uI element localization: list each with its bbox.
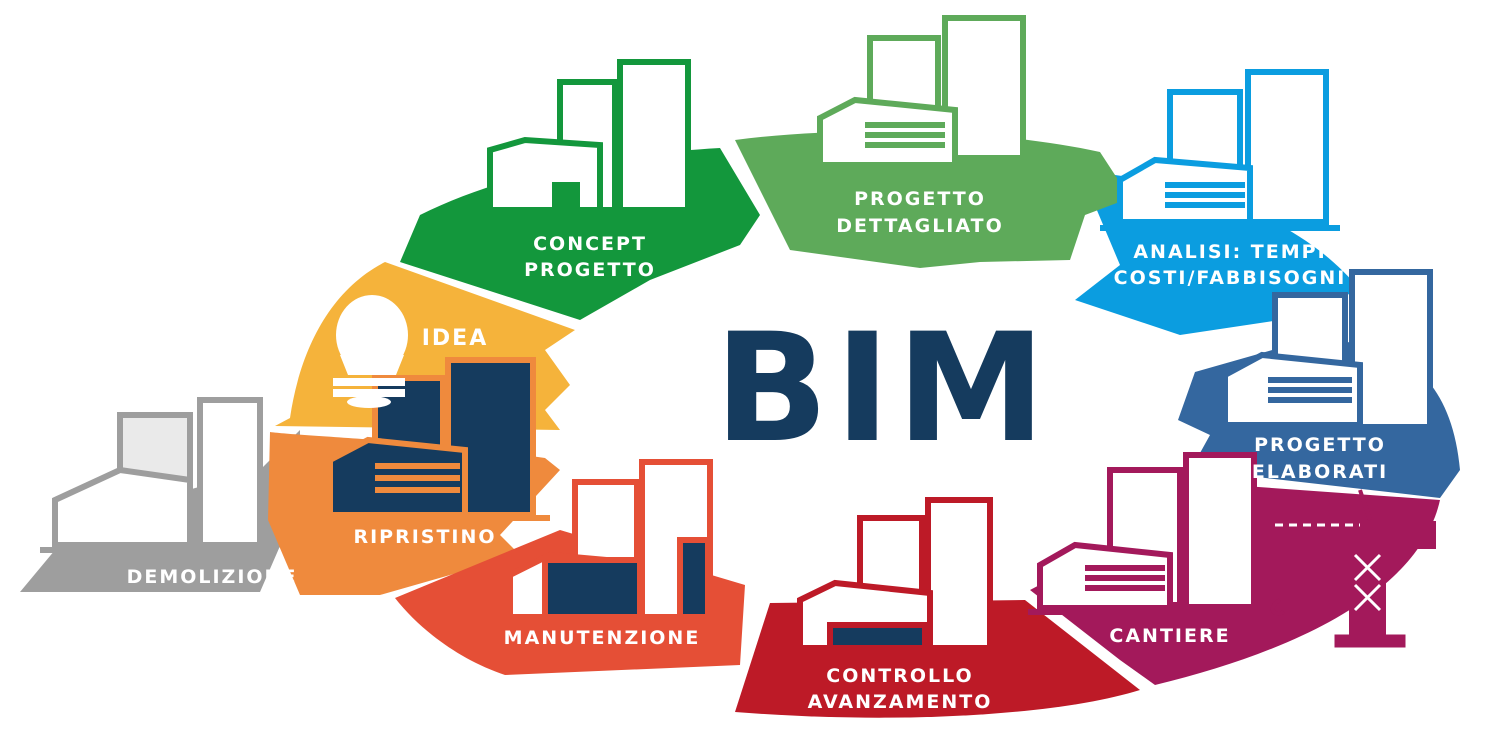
label-demolizione: DEMOLIZIONE [127, 566, 298, 588]
building-icon-dettaglio [805, 15, 1040, 171]
svg-text:DEMOLIZIONE: DEMOLIZIONE [127, 566, 298, 588]
building-icon-cantiere [1028, 452, 1262, 615]
building-icon-manutenzione [495, 459, 728, 623]
svg-text:DETTAGLIATO: DETTAGLIATO [836, 215, 1003, 237]
center-title: BIM [714, 302, 1051, 476]
svg-text:PROGETTO: PROGETTO [524, 259, 656, 281]
label-dettaglio: PROGETTO DETTAGLIATO [836, 188, 1003, 237]
svg-text:CONTROLLO: CONTROLLO [826, 665, 973, 687]
label-manutenzione: MANUTENZIONE [504, 627, 701, 649]
building-icon-elaborati [1208, 269, 1450, 433]
svg-text:PROGETTO: PROGETTO [1254, 434, 1386, 456]
svg-text:IDEA: IDEA [422, 326, 489, 351]
svg-text:AVANZAMENTO: AVANZAMENTO [808, 691, 993, 713]
label-idea: IDEA [422, 326, 489, 351]
label-cantiere: CANTIERE [1109, 625, 1230, 647]
svg-text:COSTI/FABBISOGNI: COSTI/FABBISOGNI [1114, 267, 1347, 289]
label-controllo: CONTROLLO AVANZAMENTO [808, 665, 993, 713]
svg-text:ANALISI: TEMPI: ANALISI: TEMPI [1133, 241, 1326, 263]
svg-text:MANUTENZIONE: MANUTENZIONE [504, 627, 701, 649]
crane-icon [1264, 489, 1436, 648]
label-concept: CONCEPT PROGETTO [524, 233, 656, 281]
svg-text:CONCEPT: CONCEPT [533, 233, 647, 255]
label-ripristino: RIPRISTINO [353, 526, 496, 548]
building-icon-concept [470, 59, 706, 215]
svg-text:CANTIERE: CANTIERE [1109, 625, 1230, 647]
label-analisi: ANALISI: TEMPI COSTI/FABBISOGNI [1114, 241, 1347, 289]
label-elaborati: PROGETTO ELABORATI [1252, 434, 1388, 483]
building-icon-controllo [785, 497, 1010, 655]
lightbulb-icon [333, 295, 408, 408]
svg-text:ELABORATI: ELABORATI [1252, 461, 1388, 483]
building-icon-demolizione [40, 397, 275, 553]
building-icon-analisi [1100, 69, 1340, 231]
svg-text:PROGETTO: PROGETTO [854, 188, 986, 210]
svg-text:RIPRISTINO: RIPRISTINO [353, 526, 496, 548]
